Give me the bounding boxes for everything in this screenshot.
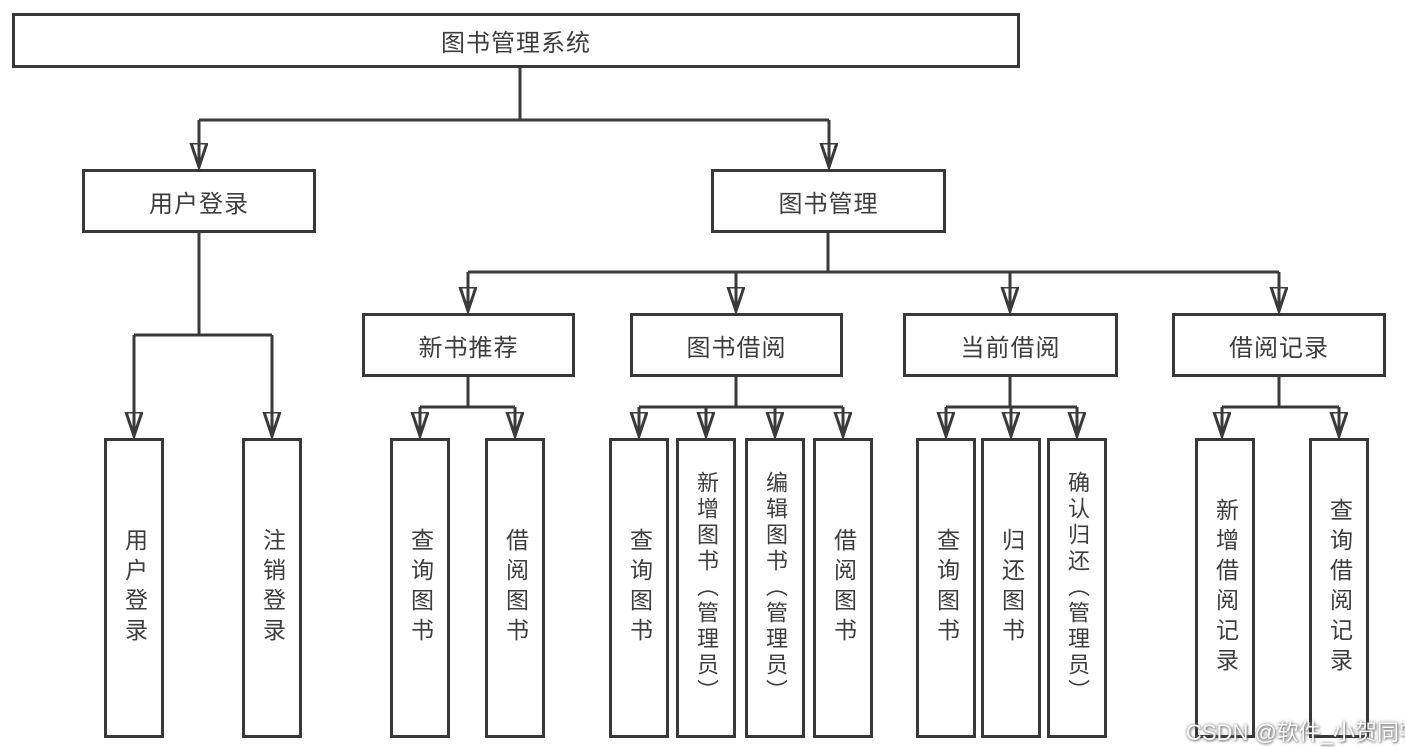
node-new-book-rec-label: 新书推荐 bbox=[418, 334, 519, 362]
leaf-add-borrow-record: 新增借阅记录 bbox=[1195, 438, 1255, 738]
node-book-borrow: 图书借阅 bbox=[630, 313, 843, 377]
node-root-label: 图书管理系统 bbox=[441, 30, 591, 57]
node-book-borrow-label: 图书借阅 bbox=[686, 334, 787, 362]
leaf-add-books-admin: 新增图书（管理员） bbox=[676, 438, 736, 738]
node-root: 图书管理系统 bbox=[12, 13, 1020, 68]
leaf-logout: 注销登录 bbox=[242, 438, 302, 738]
leaf-query-books-current: 查询图书 bbox=[916, 438, 976, 738]
leaf-return-books: 归还图书 bbox=[981, 438, 1041, 738]
node-borrow-records-label: 借阅记录 bbox=[1229, 334, 1329, 362]
node-current-borrow: 当前借阅 bbox=[903, 313, 1118, 377]
leaf-return-books-label: 归还图书 bbox=[998, 528, 1025, 648]
leaf-borrow-books-rec: 借阅图书 bbox=[485, 438, 545, 738]
leaf-query-books-current-label: 查询图书 bbox=[933, 528, 960, 648]
leaf-add-borrow-record-label: 新增借阅记录 bbox=[1212, 498, 1239, 678]
edge-current-split bbox=[946, 377, 1077, 409]
node-book-mgmt: 图书管理 bbox=[711, 169, 946, 233]
edge-mgmt-split bbox=[468, 233, 1279, 274]
leaf-confirm-return-admin: 确认归还（管理员） bbox=[1047, 438, 1107, 738]
leaf-borrow-books-rec-label: 借阅图书 bbox=[502, 528, 529, 648]
edge-login-split bbox=[134, 233, 272, 337]
edge-root-split bbox=[199, 68, 829, 122]
node-user-login-label: 用户登录 bbox=[149, 190, 249, 218]
leaf-add-books-admin-label: 新增图书（管理员） bbox=[694, 471, 719, 705]
leaf-confirm-return-admin-label: 确认归还（管理员） bbox=[1065, 471, 1090, 705]
node-new-book-rec: 新书推荐 bbox=[362, 313, 575, 377]
leaf-query-books-rec-label: 查询图书 bbox=[407, 528, 434, 648]
leaf-query-books-rec: 查询图书 bbox=[390, 438, 450, 738]
leaf-query-borrow-record-label: 查询借阅记录 bbox=[1326, 498, 1353, 678]
leaf-query-books-borrow: 查询图书 bbox=[609, 438, 669, 738]
node-book-mgmt-label: 图书管理 bbox=[778, 190, 879, 218]
node-current-borrow-label: 当前借阅 bbox=[960, 334, 1061, 362]
leaf-user-login-label: 用户登录 bbox=[121, 528, 148, 648]
leaf-user-login: 用户登录 bbox=[104, 438, 164, 738]
edge-records-split bbox=[1222, 377, 1339, 409]
node-user-login: 用户登录 bbox=[82, 169, 316, 233]
node-borrow-records: 借阅记录 bbox=[1172, 313, 1386, 377]
leaf-edit-books-admin-label: 编辑图书（管理员） bbox=[763, 471, 788, 705]
leaf-edit-books-admin: 编辑图书（管理员） bbox=[745, 438, 805, 738]
leaf-query-borrow-record: 查询借阅记录 bbox=[1309, 438, 1369, 738]
edge-newbook-split bbox=[420, 377, 515, 409]
leaf-borrow-books-label: 借阅图书 bbox=[830, 528, 857, 648]
leaf-borrow-books: 借阅图书 bbox=[813, 438, 873, 738]
leaf-query-books-borrow-label: 查询图书 bbox=[626, 528, 653, 648]
csdn-watermark: CSDN @软件_小贺同学 bbox=[1186, 720, 1405, 745]
leaf-logout-label: 注销登录 bbox=[259, 528, 286, 648]
edge-borrow-split bbox=[639, 377, 843, 409]
